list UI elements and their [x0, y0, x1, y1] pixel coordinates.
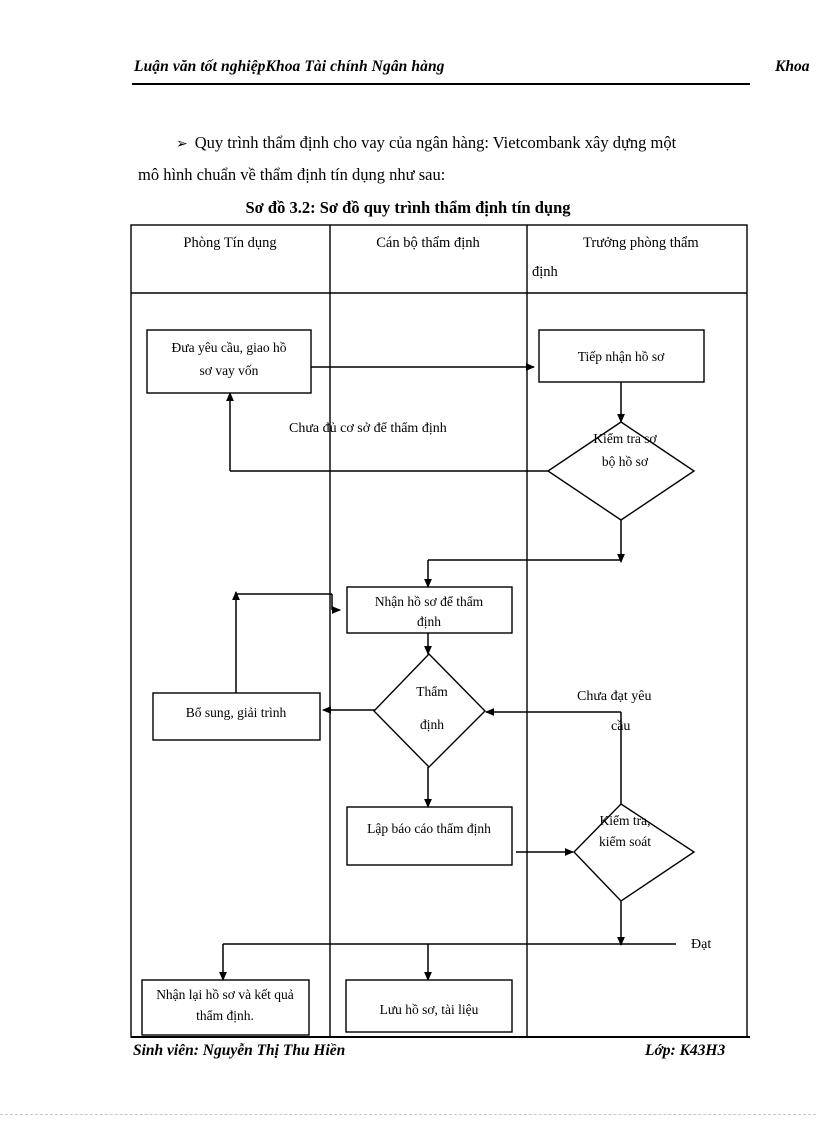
node-nhan-ho-so-line1: Nhận hồ sơ để thẩm — [375, 594, 484, 609]
header-right-text: Khoa — [775, 58, 810, 75]
node-bo-sung-giai-trinh[interactable]: Bổ sung, giải trình — [152, 692, 321, 741]
node-dua-yeu-cau-line2: sơ vay vốn — [200, 363, 259, 378]
page-footer: Sinh viên: Nguyễn Thị Thu Hiền Lớp: K43H… — [0, 1036, 816, 1072]
node-lap-bao-cao-label: Lập báo cáo thẩm định — [367, 821, 491, 836]
column-header-truong-phong-line1: Trưởng phòng thẩm — [583, 235, 699, 251]
flowchart-svg: Phòng Tín dụng Cán bộ thẩm định Trưởng p… — [130, 224, 748, 1038]
label-chua-dat-yeu-cau-line1: Chưa đạt yêu — [577, 689, 651, 704]
node-tham-dinh-line2: định — [420, 717, 444, 732]
node-dua-yeu-cau[interactable]: Đưa yêu cầu, giao hồ sơ vay vốn — [146, 329, 312, 394]
intro-line-1: ➢ Quy trình thẩm định cho vay của ngân hà… — [138, 128, 744, 160]
header-left-text: Luận văn tốt nghiệpKhoa Tài chính Ngân h… — [134, 58, 445, 76]
node-luu-ho-so[interactable]: Lưu hồ sơ, tài liệu — [345, 979, 513, 1033]
node-kiem-tra-kiem-soat-line2: kiểm soát — [599, 834, 651, 849]
node-tham-dinh-line1: Thẩm — [416, 684, 448, 699]
node-dua-yeu-cau-line1: Đưa yêu cầu, giao hồ — [172, 340, 287, 355]
label-dat: Đạt — [691, 937, 711, 952]
label-chua-dat-yeu-cau-line2: cầu — [611, 719, 630, 734]
node-nhan-lai-ho-so-line1: Nhận lại hồ sơ và kết quả — [156, 987, 294, 1002]
figure-title: Sơ đồ 3.2: Sơ đồ quy trình thẩm định tín… — [245, 198, 571, 217]
node-bo-sung-giai-trinh-label: Bổ sung, giải trình — [186, 705, 287, 720]
node-lap-bao-cao[interactable]: Lập báo cáo thẩm định — [346, 806, 513, 866]
intro-paragraph: ➢ Quy trình thẩm định cho vay của ngân hà… — [138, 128, 744, 190]
page-header: Luận văn tốt nghiệpKhoa Tài chính Ngân h… — [0, 58, 816, 92]
column-header-phong-tin-dung: Phòng Tín dụng — [183, 235, 276, 251]
flowchart-connectors — [219, 363, 676, 981]
node-tiep-nhan-ho-so[interactable]: Tiếp nhận hồ sơ — [538, 329, 705, 383]
label-chua-du-co-so: Chưa đủ cơ sở để thẩm định — [289, 421, 447, 436]
intro-line-1-text: Quy trình thẩm định cho vay của ngân hàn… — [194, 133, 677, 152]
node-kiem-tra-kiem-soat-line1: Kiểm tra, — [600, 813, 651, 828]
column-header-can-bo-tham-dinh: Cán bộ thẩm định — [376, 235, 480, 251]
node-tham-dinh[interactable]: Thẩm định — [373, 652, 486, 768]
node-nhan-lai-ho-so-line2: thẩm định. — [196, 1008, 254, 1023]
arrow-bullet-icon: ➢ — [176, 137, 188, 152]
header-rule — [132, 83, 750, 85]
node-kiem-tra-so-bo[interactable]: Kiểm tra sơ bộ hồ sơ — [546, 421, 696, 521]
footer-student-name: Sinh viên: Nguyễn Thị Thu Hiền — [133, 1042, 346, 1059]
node-luu-ho-so-label: Lưu hồ sơ, tài liệu — [380, 1002, 479, 1017]
node-nhan-lai-ho-so[interactable]: Nhận lại hồ sơ và kết quả thẩm định. — [141, 979, 310, 1036]
node-kiem-tra-kiem-soat[interactable]: Kiểm tra, kiểm soát — [573, 803, 696, 902]
node-kiem-tra-so-bo-line1: Kiểm tra sơ — [593, 431, 657, 446]
flowchart-figure: Phòng Tín dụng Cán bộ thẩm định Trưởng p… — [128, 222, 750, 1040]
column-header-truong-phong-line2: định — [532, 264, 559, 280]
node-nhan-ho-so[interactable]: Nhận hồ sơ để thẩm định — [346, 586, 513, 634]
node-nhan-ho-so-line2: định — [417, 614, 441, 629]
node-tiep-nhan-ho-so-label: Tiếp nhận hồ sơ — [578, 349, 665, 364]
header-left-part1: Luận văn tốt nghiệp — [134, 58, 266, 75]
node-kiem-tra-so-bo-line2: bộ hồ sơ — [602, 454, 649, 469]
intro-line-2: mô hình chuẩn về thẩm định tín dụng như … — [138, 165, 446, 184]
header-left-part2: Khoa Tài chính Ngân hàng — [265, 58, 445, 75]
page-bottom-edge — [0, 1114, 816, 1115]
footer-class: Lớp: K43H3 — [645, 1042, 726, 1059]
footer-rule — [131, 1036, 750, 1038]
